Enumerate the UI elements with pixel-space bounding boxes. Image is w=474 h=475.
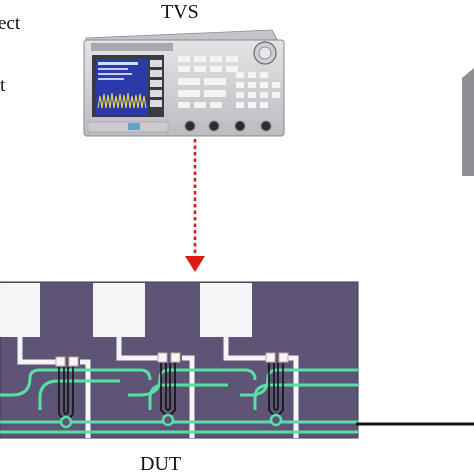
- device-label: DUT: [140, 453, 182, 475]
- dotted-arrow-down-icon: [185, 139, 205, 272]
- partial-device-icon: [462, 68, 474, 176]
- ring-resonator: [269, 413, 283, 427]
- contact-pad: [0, 283, 40, 337]
- contact-pad: [200, 283, 252, 337]
- clipped-label-ect: ect: [0, 13, 21, 34]
- connector-icon: [208, 120, 220, 132]
- contact-pad: [93, 283, 145, 337]
- connector-icon: [184, 120, 196, 132]
- clipped-label-t: t: [0, 75, 6, 96]
- ring-resonator: [59, 415, 73, 429]
- instrument-label: TVS: [161, 1, 199, 23]
- connector-icon: [260, 120, 272, 132]
- ring-resonator: [161, 413, 175, 427]
- photonic-chip-icon: [0, 281, 359, 439]
- connector-icon: [234, 120, 246, 132]
- signal-generator-icon: [83, 29, 285, 137]
- waveguide: [0, 368, 358, 434]
